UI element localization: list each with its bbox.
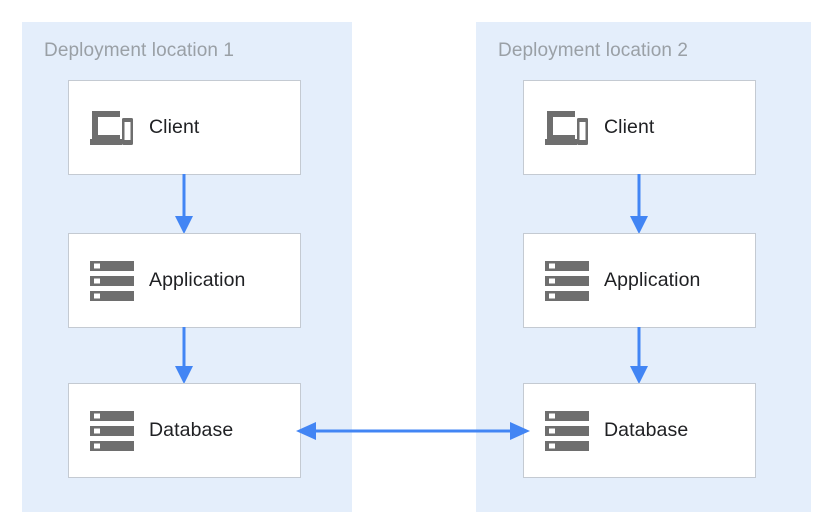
server-stack-icon [89, 258, 135, 304]
node-application-1-label: Application [149, 269, 246, 291]
deployment-location-2-title: Deployment location 2 [498, 40, 689, 61]
node-client-2[interactable]: Client [523, 80, 756, 175]
node-client-1-label: Client [149, 116, 200, 138]
node-database-2-label: Database [604, 419, 689, 441]
node-application-2-label: Application [604, 269, 701, 291]
devices-icon [89, 105, 135, 151]
node-client-1[interactable]: Client [68, 80, 301, 175]
server-stack-icon [89, 408, 135, 454]
deployment-location-1-title: Deployment location 1 [44, 40, 235, 61]
node-application-2[interactable]: Application [523, 233, 756, 328]
server-stack-icon [544, 258, 590, 304]
node-database-1-label: Database [149, 419, 234, 441]
devices-icon [544, 105, 590, 151]
node-application-1[interactable]: Application [68, 233, 301, 328]
node-database-1[interactable]: Database [68, 383, 301, 478]
server-stack-icon [544, 408, 590, 454]
node-database-2[interactable]: Database [523, 383, 756, 478]
node-client-2-label: Client [604, 116, 655, 138]
